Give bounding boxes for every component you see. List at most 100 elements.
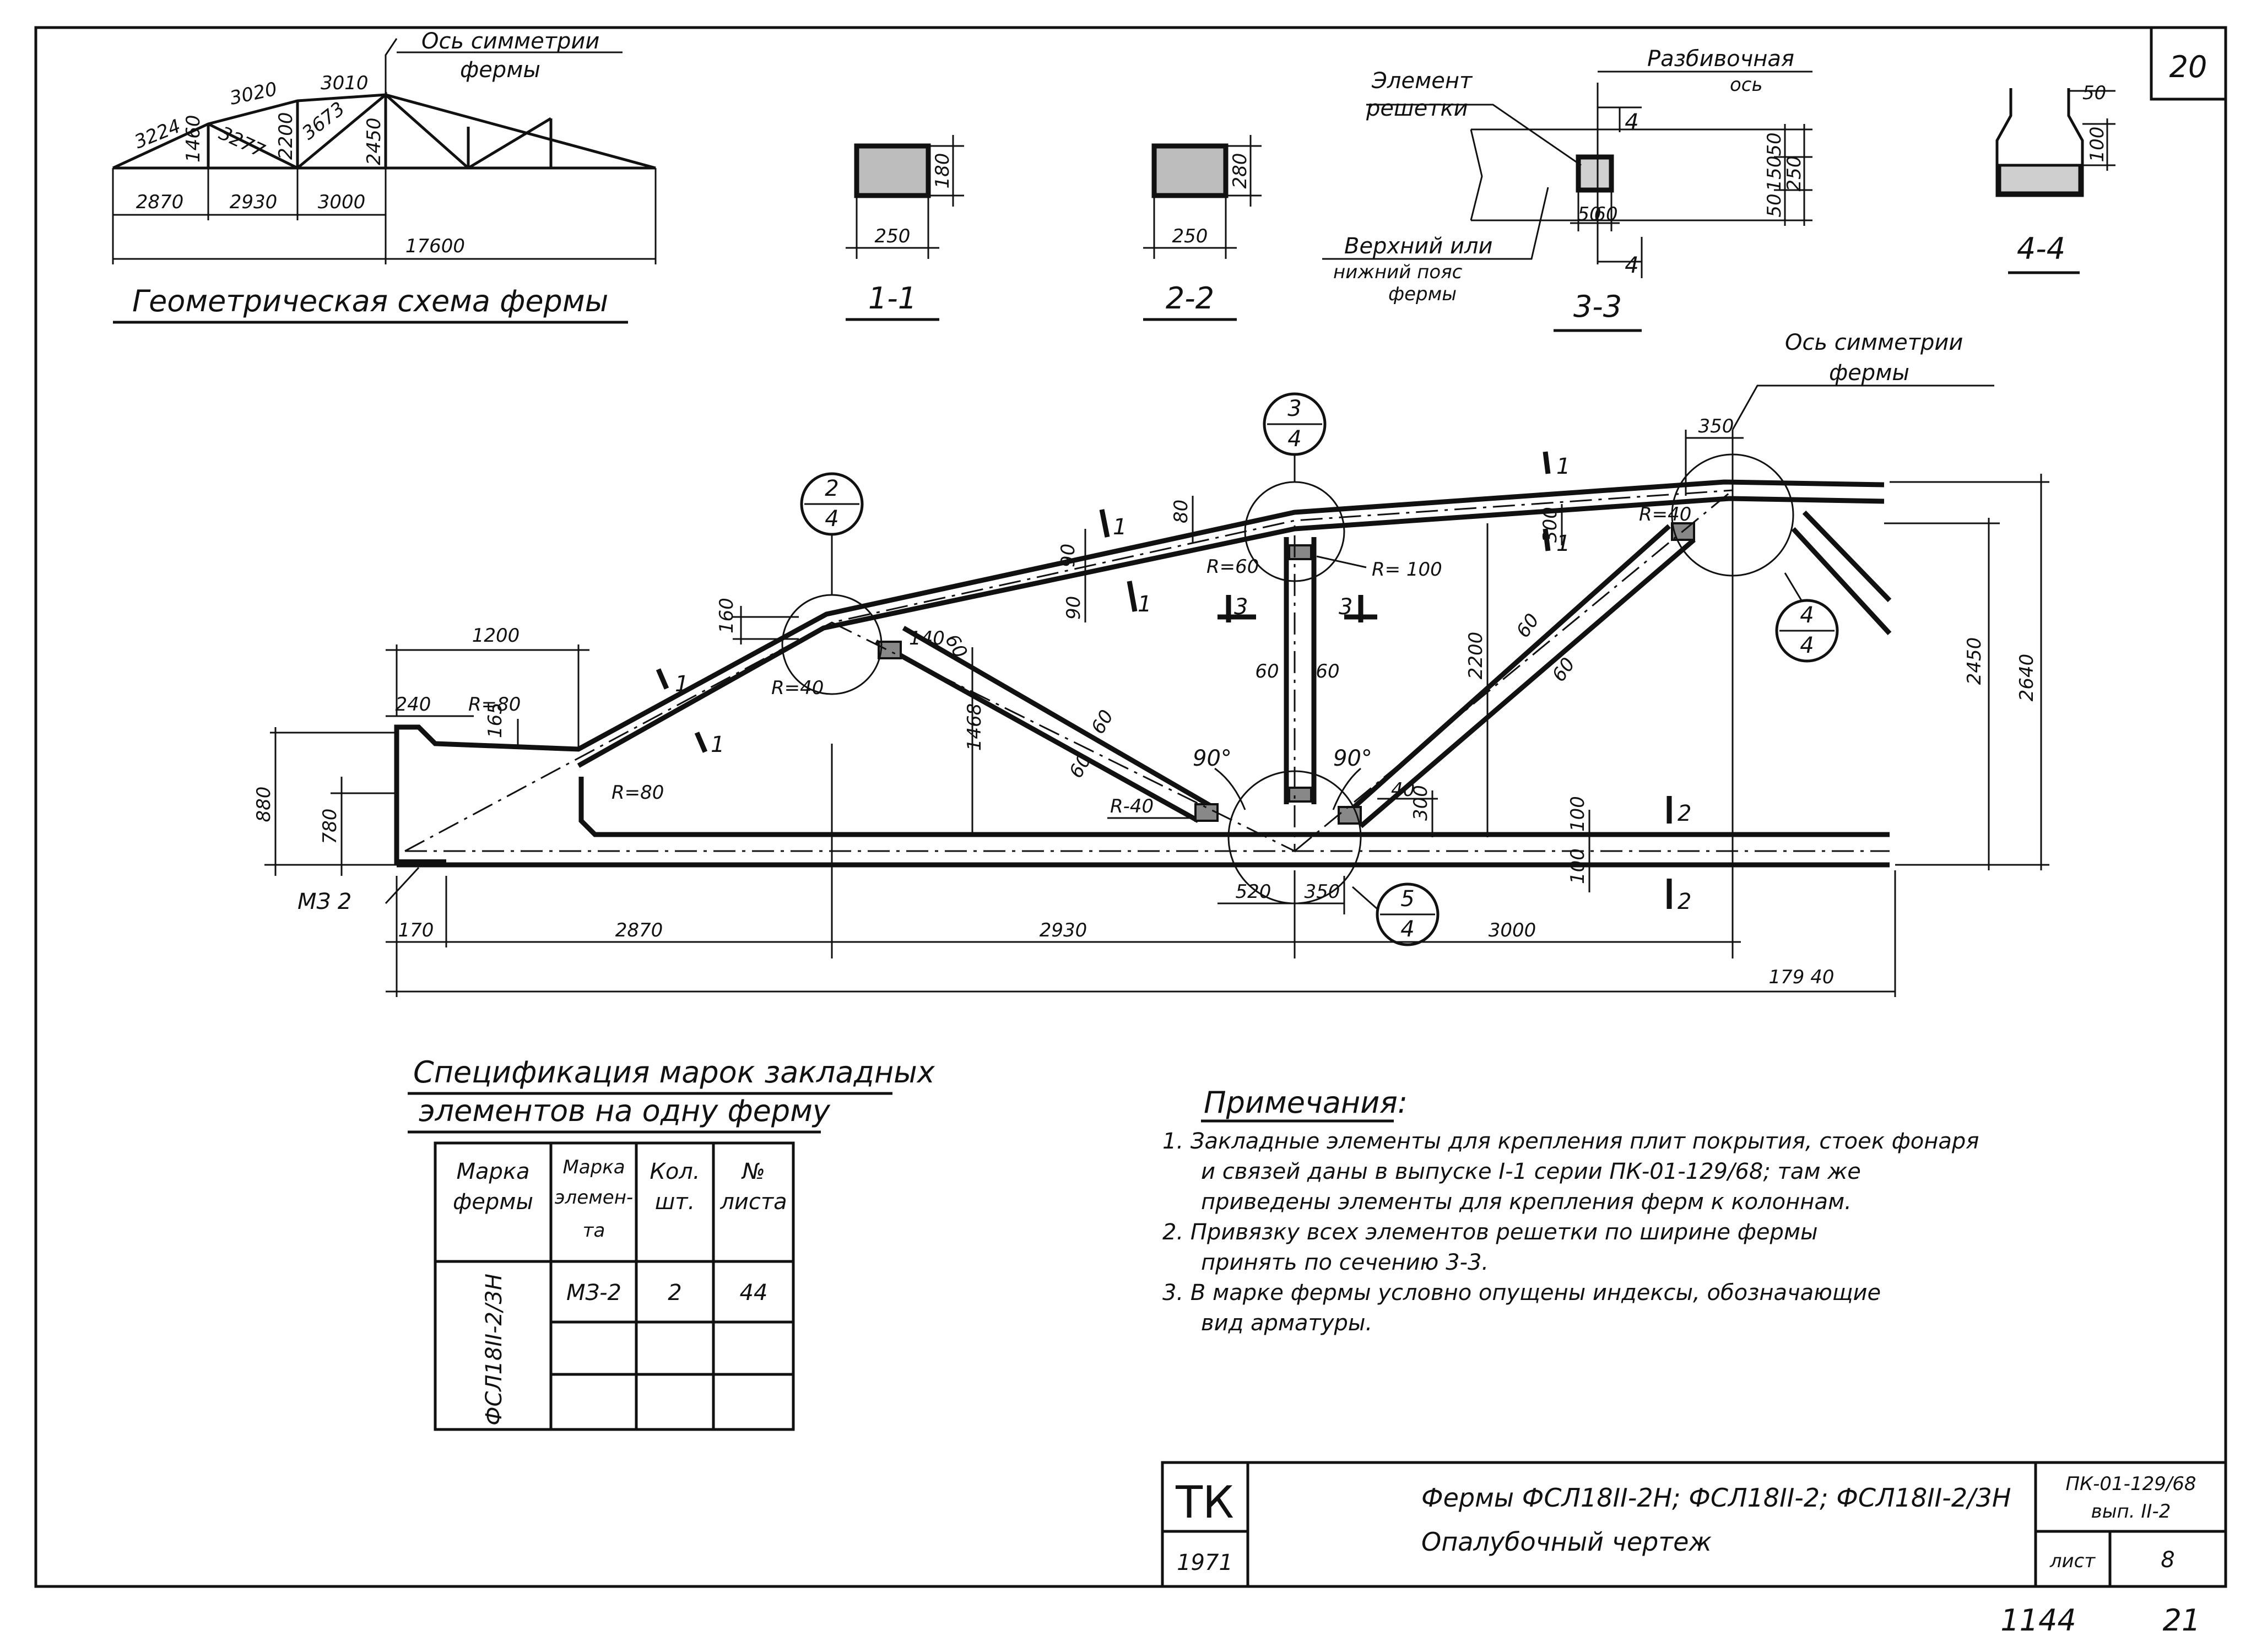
callout-5-4-bottom: 4	[1400, 917, 1414, 942]
section-3-3-right-dims	[1774, 124, 1812, 226]
callout-4-4-top: 4	[1800, 603, 1814, 628]
section-4-4-outline	[1995, 88, 2084, 197]
dim-165: 165	[484, 702, 506, 738]
callout-5-4-top: 5	[1400, 886, 1414, 912]
dim-17940: 179 40	[1769, 966, 1835, 988]
plate-left-web-top	[878, 641, 902, 659]
section-3-3-dim-60: 60	[1594, 203, 1617, 225]
spec-header-1-a: Марка	[456, 1159, 529, 1184]
section-2-2-width: 250	[1172, 225, 1208, 247]
section-4-4-dims	[2069, 90, 2115, 171]
geo-span-17600: 17600	[405, 235, 465, 257]
web-diagonal-right	[1337, 524, 1696, 828]
dim-170: 170	[398, 919, 434, 941]
section-2-2-dims	[1143, 135, 1262, 259]
section-3-3-element-label-1: Элемент	[1371, 68, 1473, 94]
spec-header-3-a: Кол.	[650, 1159, 700, 1184]
cut-1-e: 1	[1556, 454, 1570, 479]
cut-1-f: 1	[1556, 531, 1570, 556]
cut-1-b: 1	[711, 732, 724, 757]
spec-title-1: Спецификация марок закладных	[413, 1055, 935, 1090]
section-3-3-label: 3-3	[1573, 289, 1622, 324]
section-1-1: 250 180 1-1	[846, 135, 964, 321]
dim-60-vertical-a: 60	[1255, 660, 1279, 683]
section-3-3-chord-label-3: фермы	[1388, 283, 1457, 305]
spec-row-1-element: МЗ-2	[566, 1280, 621, 1306]
main-bottom-dims	[386, 744, 1896, 997]
spec-truss-mark: ФСЛ18ІІ-2/3Н	[481, 1274, 507, 1426]
angle-90-left: 90°	[1193, 746, 1232, 771]
notes-line-3: приведены элементы для крепления ферм к …	[1201, 1189, 1852, 1215]
section-1-1-label: 1-1	[868, 281, 917, 316]
notes-line-4: 2. Привязку всех элементов решетки по ши…	[1162, 1220, 1818, 1245]
geo-length-2450: 2450	[363, 117, 385, 165]
truss-top-chord-inner	[577, 496, 1885, 768]
cut-3-b: 3	[1339, 594, 1352, 620]
notes-line-6: 3. В марке фермы условно опущены индексы…	[1162, 1280, 1881, 1306]
spec-title-2: элементов на одну ферму	[419, 1093, 831, 1128]
stamp-sheet-no: 8	[2161, 1547, 2174, 1573]
callout-3-4-top: 3	[1287, 396, 1301, 421]
dim-2450: 2450	[1963, 637, 1985, 685]
geo-length-2200: 2200	[275, 112, 297, 160]
dim-300-line	[1377, 790, 1438, 837]
truss-geometric-axes	[404, 489, 1890, 853]
dim-60-node2: 60	[940, 631, 971, 662]
dim-520-350-line	[1218, 876, 1345, 914]
section-3-3-leaders	[1322, 104, 1582, 260]
web-diagonal-continuation	[1791, 510, 1892, 636]
section-3-3-bottom-dims	[1570, 190, 1620, 231]
dim-r100-line	[1316, 555, 1367, 568]
dim-r80-top: R=80	[468, 694, 521, 716]
notes-line-7: вид арматуры.	[1201, 1310, 1372, 1336]
cut-2-a: 2	[1678, 801, 1691, 826]
angle-arcs	[1214, 767, 1361, 810]
spec-header-2-a: Марка	[562, 1156, 625, 1178]
cut-marks-3	[1218, 595, 1377, 622]
spec-header-1-b: фермы	[453, 1189, 533, 1215]
main-right-height-dims	[1884, 474, 2049, 870]
title-block-grid	[1162, 1463, 2226, 1586]
section-1-1-dims	[846, 135, 964, 259]
geo-axis-label-line2: фермы	[460, 57, 540, 83]
geo-title: Геометрическая схема фермы	[132, 284, 608, 318]
cut-1-d: 1	[1138, 592, 1151, 617]
section-3-3-element-label-2: решетки	[1366, 96, 1468, 121]
notes-block: Примечания: 1. Закладные элементы для кр…	[1162, 1085, 1979, 1336]
section-3-3-dim-150: 150	[1763, 156, 1785, 192]
dim-2200: 2200	[1465, 632, 1487, 680]
page-number-right: 21	[2163, 1603, 2201, 1638]
section-4-4-dim-50: 50	[2082, 82, 2106, 104]
dim-140: 140	[909, 627, 945, 649]
dim-r80-bottom: R=80	[612, 782, 664, 804]
sheet-number: 20	[2169, 50, 2207, 84]
dim-300-top: 300	[1539, 507, 1561, 543]
main-axis-label-1: Ось симметрии	[1785, 330, 1963, 355]
main-formwork-drawing: 2 4 3 4 4 4 5 4 Ось симметрии фермы 170 …	[253, 330, 2049, 997]
plate-vertical-top	[1288, 544, 1312, 560]
dim-2640: 2640	[2016, 654, 2038, 702]
web-diagonal-left	[874, 626, 1219, 823]
notes-title: Примечания:	[1204, 1085, 1408, 1120]
section-1-1-outline	[854, 143, 931, 198]
main-left-end-dims	[264, 644, 589, 876]
dim-350-top: 350	[1698, 415, 1734, 437]
plate-right-web-bottom	[1338, 806, 1362, 825]
title-block: ТК 1971 Фермы ФСЛ18ІІ-2Н; ФСЛ18ІІ-2; ФСЛ…	[1161, 1461, 2227, 1588]
dim-60-left-web-b: 60	[1065, 750, 1096, 782]
dim-r40-node2: R=40	[771, 677, 824, 699]
cut-marks-1	[656, 451, 1551, 753]
dim-350-bottom: 350	[1305, 881, 1340, 903]
section-2-2: 250 280 2-2	[1143, 135, 1262, 321]
callout-5-4-leader	[1352, 886, 1378, 910]
geo-length-3277: 3277	[215, 122, 268, 163]
label-mz2: МЗ 2	[297, 889, 351, 914]
section-3-3-dim-250: 250	[1783, 156, 1805, 192]
notes-line-2: и связей даны в выпуске І-1 серии ПК-01-…	[1201, 1159, 1861, 1184]
section-3-3-cut-bottom: 4	[1625, 253, 1638, 278]
callout-3-4-bottom: 4	[1287, 426, 1301, 452]
plate-vertical-bottom	[1288, 787, 1312, 803]
sheet-frame	[34, 26, 2227, 1588]
cut-1-c: 1	[1113, 514, 1127, 540]
geo-length-3010: 3010	[321, 72, 369, 94]
